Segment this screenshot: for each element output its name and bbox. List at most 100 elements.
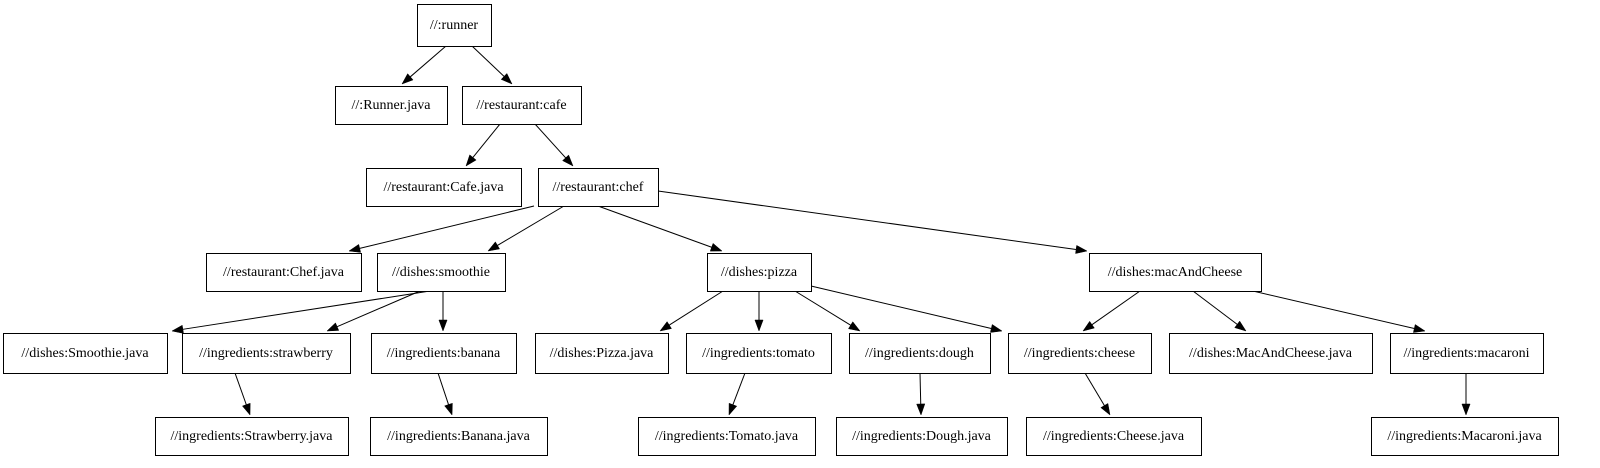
arrowhead-icon — [500, 73, 513, 85]
arrowhead-icon — [1100, 403, 1111, 416]
edge-tomato-to-tomato_java — [728, 372, 746, 416]
edge-line — [336, 290, 421, 328]
graph-node-smoothie[interactable]: //dishes:smoothie — [377, 253, 506, 292]
graph-node-smoothie_java[interactable]: //dishes:Smoothie.java — [3, 333, 168, 374]
edge-line — [534, 123, 566, 159]
node-label: //restaurant:cafe — [476, 98, 566, 113]
edge-pizza-to-tomato — [754, 291, 764, 332]
edge-smoothie-to-strawberry — [326, 290, 421, 332]
edge-runner-to-runner_java — [401, 45, 447, 85]
node-label: //restaurant:Cafe.java — [383, 180, 504, 195]
node-box — [155, 417, 349, 456]
graph-node-runner_java[interactable]: //:Runner.java — [335, 86, 448, 125]
edge-macaroni-to-macaroni_java — [1461, 373, 1471, 416]
graph-node-banana[interactable]: //ingredients:banana — [371, 333, 517, 374]
graph-node-cheese_java[interactable]: //ingredients:Cheese.java — [1026, 417, 1202, 456]
node-box — [371, 333, 517, 374]
node-box — [3, 333, 168, 374]
edge-line — [1239, 287, 1415, 329]
node-box — [182, 333, 351, 374]
node-box — [535, 333, 669, 374]
node-label: //restaurant:Chef.java — [223, 265, 345, 280]
arrowhead-icon — [990, 324, 1003, 333]
arrowhead-icon — [242, 402, 251, 416]
node-label: //ingredients:Cheese.java — [1043, 429, 1185, 444]
graph-node-chef[interactable]: //restaurant:chef — [538, 168, 659, 207]
node-box — [1026, 417, 1202, 456]
node-label: //ingredients:Tomato.java — [655, 429, 799, 444]
node-label: //ingredients:Macaroni.java — [1387, 429, 1542, 444]
node-label: //ingredients:banana — [387, 346, 501, 361]
arrowhead-icon — [709, 242, 723, 252]
arrowhead-icon — [487, 241, 500, 252]
arrowhead-icon — [1075, 245, 1088, 254]
graph-node-macaroni_java[interactable]: //ingredients:Macaroni.java — [1371, 417, 1559, 456]
graph-node-macaroni[interactable]: //ingredients:macaroni — [1390, 333, 1544, 374]
node-label: //dishes:smoothie — [392, 265, 490, 280]
graph-node-tomato_java[interactable]: //ingredients:Tomato.java — [638, 417, 816, 456]
node-box — [370, 417, 548, 456]
edge-line — [471, 45, 505, 77]
edge-smoothie-to-smoothie_java — [171, 290, 431, 334]
node-box — [1371, 417, 1559, 456]
graph-node-cafe_java[interactable]: //restaurant:Cafe.java — [366, 168, 522, 207]
node-box — [377, 253, 506, 292]
arrowhead-icon — [1082, 320, 1095, 332]
nodes-layer: //:runner //:Runner.java //restaurant:cafe… — [3, 4, 1559, 456]
edge-macandcheese-to-cheese — [1082, 290, 1141, 332]
graph-node-banana_java[interactable]: //ingredients:Banana.java — [370, 417, 548, 456]
edge-strawberry-to-strawberry_java — [234, 372, 251, 416]
node-box — [638, 417, 816, 456]
edge-line — [1091, 290, 1141, 326]
node-label: //ingredients:Banana.java — [387, 429, 530, 444]
edge-pizza-to-dough — [794, 290, 861, 332]
edge-line — [657, 190, 1077, 250]
node-box — [335, 86, 448, 125]
graph-node-runner[interactable]: //:runner — [417, 4, 492, 47]
node-label: //ingredients:Strawberry.java — [171, 429, 334, 444]
edge-cafe-to-chef — [534, 123, 574, 167]
graph-node-pizza[interactable]: //dishes:pizza — [707, 253, 812, 292]
edge-line — [472, 123, 501, 158]
node-box — [1390, 333, 1544, 374]
edge-line — [732, 372, 746, 405]
arrowhead-icon — [326, 322, 340, 332]
graph-node-macandcheese_java[interactable]: //dishes:MacAndCheese.java — [1169, 333, 1373, 374]
node-label: //dishes:pizza — [721, 265, 798, 280]
edge-line — [497, 205, 565, 246]
edge-line — [1084, 372, 1105, 406]
node-box — [417, 4, 492, 47]
graph-node-macandcheese[interactable]: //dishes:macAndCheese — [1089, 253, 1262, 292]
edge-chef-to-chef_java — [348, 205, 535, 253]
graph-node-dough_java[interactable]: //ingredients:Dough.java — [836, 417, 1008, 456]
node-label: //ingredients:dough — [865, 346, 974, 361]
graph-node-cheese[interactable]: //ingredients:cheese — [1008, 333, 1152, 374]
edge-line — [1192, 290, 1238, 325]
edge-banana-to-banana_java — [437, 372, 453, 416]
graph-node-pizza_java[interactable]: //dishes:Pizza.java — [535, 333, 669, 374]
node-label: //ingredients:tomato — [702, 346, 815, 361]
arrowhead-icon — [1413, 324, 1426, 333]
node-label: //dishes:Pizza.java — [550, 346, 655, 361]
graph-node-strawberry[interactable]: //ingredients:strawberry — [182, 333, 351, 374]
edges-layer — [171, 45, 1471, 416]
arrowhead-icon — [754, 319, 764, 332]
arrowhead-icon — [438, 319, 448, 332]
graph-node-cafe[interactable]: //restaurant:cafe — [462, 86, 582, 125]
node-box — [538, 168, 659, 207]
node-label: //ingredients:Dough.java — [852, 429, 992, 444]
node-box — [1169, 333, 1373, 374]
node-label: //dishes:Smoothie.java — [21, 346, 149, 361]
arrowhead-icon — [916, 403, 926, 416]
edge-line — [359, 205, 535, 249]
node-box — [707, 253, 812, 292]
arrowhead-icon — [562, 154, 574, 167]
edge-line — [182, 290, 431, 330]
graph-node-tomato[interactable]: //ingredients:tomato — [686, 333, 832, 374]
edge-line — [810, 285, 992, 329]
graph-node-strawberry_java[interactable]: //ingredients:Strawberry.java — [155, 417, 349, 456]
graph-node-dough[interactable]: //ingredients:dough — [849, 333, 991, 374]
graph-node-chef_java[interactable]: //restaurant:Chef.java — [206, 253, 362, 292]
